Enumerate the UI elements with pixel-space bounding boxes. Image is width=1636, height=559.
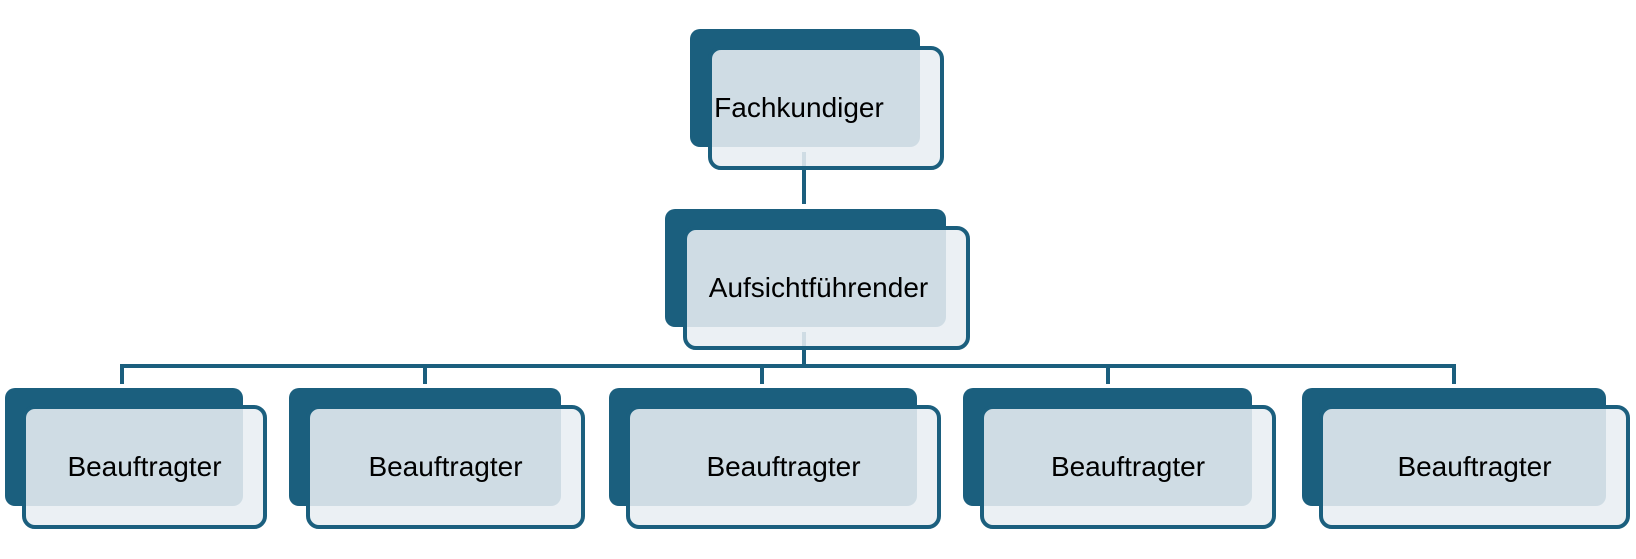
- node-box: [22, 405, 267, 529]
- node-box: [980, 405, 1276, 529]
- connector-drop-5: [1452, 364, 1456, 384]
- connector-drop-1: [120, 364, 124, 384]
- connector-drop-3: [760, 364, 764, 384]
- node-aufsichtfuehrender: Aufsichtführender: [665, 209, 972, 352]
- node-label: Beauftragter: [1050, 451, 1206, 482]
- node-box: [1319, 405, 1630, 529]
- node-beauftragter-2: Beauftragter: [289, 388, 587, 533]
- connector-horizontal-bus: [120, 364, 1456, 368]
- node-label: Fachkundiger: [714, 92, 884, 123]
- node-label: Beauftragter: [67, 451, 222, 482]
- node-label: Beauftragter: [368, 451, 523, 482]
- connector-root-supervisor: [802, 152, 806, 204]
- node-beauftragter-5: Beauftragter: [1302, 388, 1632, 533]
- node-label: Aufsichtführender: [708, 272, 929, 303]
- node-beauftragter-1: Beauftragter: [5, 388, 269, 533]
- connector-supervisor-bus: [802, 332, 806, 368]
- node-beauftragter-4: Beauftragter: [963, 388, 1278, 533]
- connector-drop-2: [423, 364, 427, 384]
- node-box: [683, 226, 970, 350]
- node-label: Beauftragter: [706, 451, 861, 482]
- node-box: [708, 46, 944, 170]
- node-box: [626, 405, 941, 529]
- node-beauftragter-3: Beauftragter: [609, 388, 943, 533]
- connector-drop-4: [1106, 364, 1110, 384]
- node-box: [306, 405, 585, 529]
- node-fachkundiger: Fachkundiger: [690, 29, 946, 172]
- node-label: Beauftragter: [1397, 451, 1552, 482]
